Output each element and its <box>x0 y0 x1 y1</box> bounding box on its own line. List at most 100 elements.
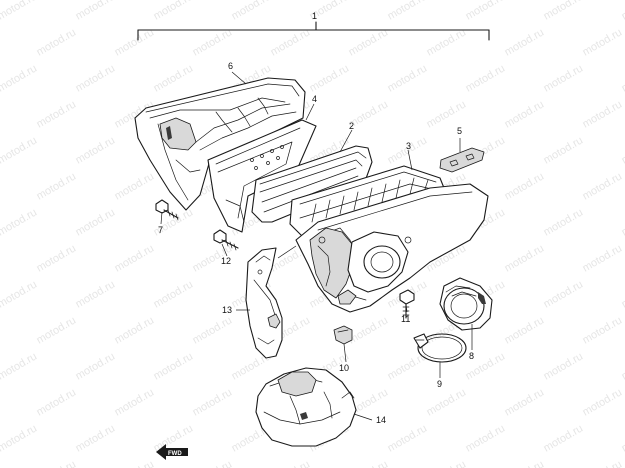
fwd-arrow-icon: FWD <box>156 444 188 460</box>
watermark-text: motod.ru <box>74 422 118 454</box>
watermark-text: motod.ru <box>620 0 625 23</box>
watermark-text: motod.ru <box>35 98 79 130</box>
watermark-text: motod.ru <box>503 242 547 274</box>
watermark-text: motod.ru <box>464 62 508 94</box>
watermark-text: motod.ru <box>230 0 274 23</box>
watermark-text: motod.ru <box>269 26 313 58</box>
watermark-text: motod.ru <box>191 314 235 346</box>
watermark-text: motod.ru <box>464 422 508 454</box>
screw-part-12 <box>213 229 239 251</box>
label-part-9: 9 <box>437 379 442 389</box>
watermark-text: motod.ru <box>152 0 196 23</box>
label-part-1: 1 <box>312 11 317 21</box>
watermark-text: motod.ru <box>581 458 625 468</box>
watermark-text: motod.ru <box>35 314 79 346</box>
watermark-text: motod.ru <box>464 0 508 23</box>
watermark-text: motod.ru <box>581 386 625 418</box>
watermark-text: motod.ru <box>620 62 625 94</box>
watermark-text: motod.ru <box>113 170 157 202</box>
watermark-text: motod.ru <box>74 206 118 238</box>
watermark-text: motod.ru <box>74 0 118 23</box>
watermark-text: motod.ru <box>386 62 430 94</box>
watermark-text: motod.ru <box>425 458 469 468</box>
part-labels: 1 6 4 2 3 5 7 12 13 11 8 10 9 14 <box>158 11 474 425</box>
watermark-text: motod.ru <box>503 170 547 202</box>
watermark-text: motod.ru <box>0 350 39 382</box>
watermark-text: motod.ru <box>269 458 313 468</box>
watermark-text: motod.ru <box>542 422 586 454</box>
watermark-text: motod.ru <box>386 0 430 23</box>
watermark-text: motod.ru <box>503 458 547 468</box>
watermark-text: motod.ru <box>503 386 547 418</box>
watermark-text: motod.ru <box>152 278 196 310</box>
watermark-text: motod.ru <box>347 314 391 346</box>
watermark-text: motod.ru <box>581 242 625 274</box>
lower-cover-part <box>255 367 357 447</box>
label-part-3: 3 <box>406 141 411 151</box>
watermark-text: motod.ru <box>74 278 118 310</box>
watermark-text: motod.ru <box>347 458 391 468</box>
leader-lines <box>160 71 473 421</box>
bolt-part-11 <box>399 289 415 319</box>
watermark-text: motod.ru <box>542 206 586 238</box>
watermark-text: motod.ru <box>503 98 547 130</box>
watermark-text: motod.ru <box>113 26 157 58</box>
watermark-text: motod.ru <box>0 62 39 94</box>
label-part-4: 4 <box>312 94 317 104</box>
watermark-text: motod.ru <box>620 206 625 238</box>
screw-part-7 <box>155 199 179 221</box>
label-part-8: 8 <box>469 351 474 361</box>
watermark-text: motod.ru <box>542 350 586 382</box>
watermark-text: motod.ru <box>152 350 196 382</box>
watermark-text: motod.ru <box>503 26 547 58</box>
intake-boot-part <box>439 277 493 331</box>
watermark-text: motod.ru <box>113 458 157 468</box>
watermark-text: motod.ru <box>542 0 586 23</box>
watermark-text: motod.ru <box>308 62 352 94</box>
watermark-text: motod.ru <box>191 458 235 468</box>
watermark-text: motod.ru <box>0 0 39 23</box>
watermark-text: motod.ru <box>425 26 469 58</box>
watermark-text: motod.ru <box>0 278 39 310</box>
label-part-7: 7 <box>158 225 163 235</box>
watermark-text: motod.ru <box>620 278 625 310</box>
watermark-text: motod.ru <box>191 386 235 418</box>
watermark-text: motod.ru <box>0 134 39 166</box>
watermark-text: motod.ru <box>113 242 157 274</box>
watermark-text: motod.ru <box>35 386 79 418</box>
watermark-text: motod.ru <box>581 26 625 58</box>
watermark-text: motod.ru <box>113 314 157 346</box>
air-cleaner-case-part <box>134 77 306 211</box>
label-part-5: 5 <box>457 126 462 136</box>
side-guard-part <box>245 247 283 359</box>
watermark-text: motod.ru <box>425 386 469 418</box>
watermark-text: motod.ru <box>35 26 79 58</box>
watermark-text: motod.ru <box>74 62 118 94</box>
watermark-text: motod.ru <box>152 62 196 94</box>
watermark-text: motod.ru <box>620 350 625 382</box>
watermark-text: motod.ru <box>581 170 625 202</box>
hose-clamp-part <box>413 333 467 363</box>
watermark-text: motod.ru <box>113 386 157 418</box>
watermark-text: motod.ru <box>386 350 430 382</box>
filter-frame-part <box>207 119 317 233</box>
clip-part-10 <box>333 325 353 345</box>
watermark-text: motod.ru <box>620 422 625 454</box>
watermark-text: motod.ru <box>542 278 586 310</box>
label-part-11: 11 <box>401 314 410 324</box>
assembly-bracket <box>137 21 490 41</box>
watermark-text: motod.ru <box>620 134 625 166</box>
watermark-text: motod.ru <box>386 422 430 454</box>
watermark-text: motod.ru <box>581 98 625 130</box>
fwd-label: FWD <box>168 451 182 457</box>
watermark-text: motod.ru <box>35 458 79 468</box>
label-part-10: 10 <box>339 363 349 373</box>
air-cleaner-housing-part <box>295 183 489 313</box>
label-part-12: 12 <box>221 256 231 266</box>
watermark-text: motod.ru <box>74 134 118 166</box>
label-part-13: 13 <box>222 305 232 315</box>
watermark-text: motod.ru <box>542 134 586 166</box>
watermark-text: motod.ru <box>581 314 625 346</box>
bracket-plate-part <box>439 147 485 173</box>
watermark-text: motod.ru <box>347 26 391 58</box>
